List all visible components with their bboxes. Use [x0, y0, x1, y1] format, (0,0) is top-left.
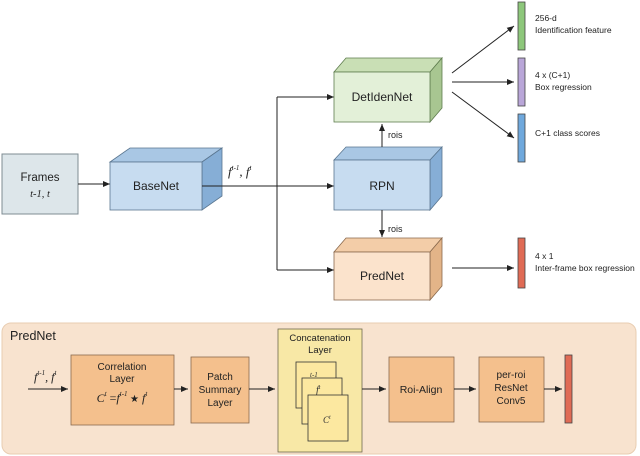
concatenation-line2: Layer	[308, 345, 332, 356]
frames-title: Frames	[21, 172, 60, 184]
concat-card-front-label: Ct	[323, 415, 331, 425]
rois-label-upper: rois	[388, 130, 403, 140]
concatenation-line1: Concatenation	[289, 333, 350, 344]
patch-summary-box: Patch Summary Layer	[190, 356, 250, 424]
inter-frame-line1: 4 x 1	[535, 251, 554, 261]
correlation-formula: Ct =ft-1 ★ ft	[97, 390, 149, 405]
detail-output-bar	[564, 354, 573, 424]
patch-summary-line2: Summary	[199, 385, 242, 396]
box-regression-output: 4 x (C+1) Box regression	[517, 57, 592, 107]
detail-input-label: ft-1, ft	[34, 369, 57, 384]
identification-line1: 256-d	[535, 13, 557, 23]
arrow-to-identification	[451, 25, 515, 74]
prednet-box: PredNet	[333, 236, 443, 302]
inter-frame-line2: Inter-frame box regression	[535, 263, 635, 273]
prednet-detail-panel: PredNet ft-1, ft Correlation Layer Ct =f…	[1, 322, 637, 455]
roi-align-box: Roi-Align	[388, 356, 455, 423]
concatenation-layer-box: Concatenation Layer t-1 ft Ct	[277, 328, 363, 453]
basenet-label: BaseNet	[133, 179, 180, 193]
detidennet-label: DetIdenNet	[352, 90, 413, 104]
frames-box: Frames t-1, t	[1, 153, 79, 215]
roi-align-label: Roi-Align	[400, 384, 443, 396]
box-regression-line1: 4 x (C+1)	[535, 70, 570, 80]
identification-line2: Identification feature	[535, 25, 612, 35]
patch-summary-line1: Patch	[207, 372, 233, 383]
basenet-box: BaseNet	[108, 147, 224, 211]
frames-subtitle: t-1, t	[30, 189, 51, 200]
identification-output: 256-d Identification feature	[517, 1, 612, 51]
arrow-to-class-scores	[451, 91, 515, 139]
concat-card-back-label: t-1	[310, 371, 318, 379]
box-regression-line2: Box regression	[535, 82, 592, 92]
feature-label: ft-1, ft	[228, 164, 253, 179]
correlation-layer-box: Correlation Layer Ct =ft-1 ★ ft	[70, 354, 175, 426]
detail-title: PredNet	[10, 329, 56, 343]
resnet-conv5-box: per-roi ResNet Conv5	[478, 356, 545, 423]
rpn-box: RPN	[333, 145, 443, 212]
prednet-label: PredNet	[360, 269, 405, 283]
resnet-line3: Conv5	[497, 396, 526, 407]
class-scores-output: C+1 class scores	[517, 113, 600, 163]
correlation-line1: Correlation	[98, 362, 147, 373]
rois-label-lower: rois	[388, 224, 403, 234]
resnet-line1: per-roi	[497, 370, 526, 381]
rpn-label: RPN	[369, 179, 394, 193]
detidennet-box: DetIdenNet	[333, 56, 443, 124]
correlation-line2: Layer	[109, 374, 135, 385]
patch-summary-line3: Layer	[207, 398, 233, 409]
inter-frame-output: 4 x 1 Inter-frame box regression	[517, 237, 635, 289]
resnet-line2: ResNet	[494, 383, 528, 394]
class-scores-line1: C+1 class scores	[535, 128, 600, 138]
concat-card-front	[307, 394, 349, 442]
concat-card-middle-label: ft	[316, 385, 321, 396]
